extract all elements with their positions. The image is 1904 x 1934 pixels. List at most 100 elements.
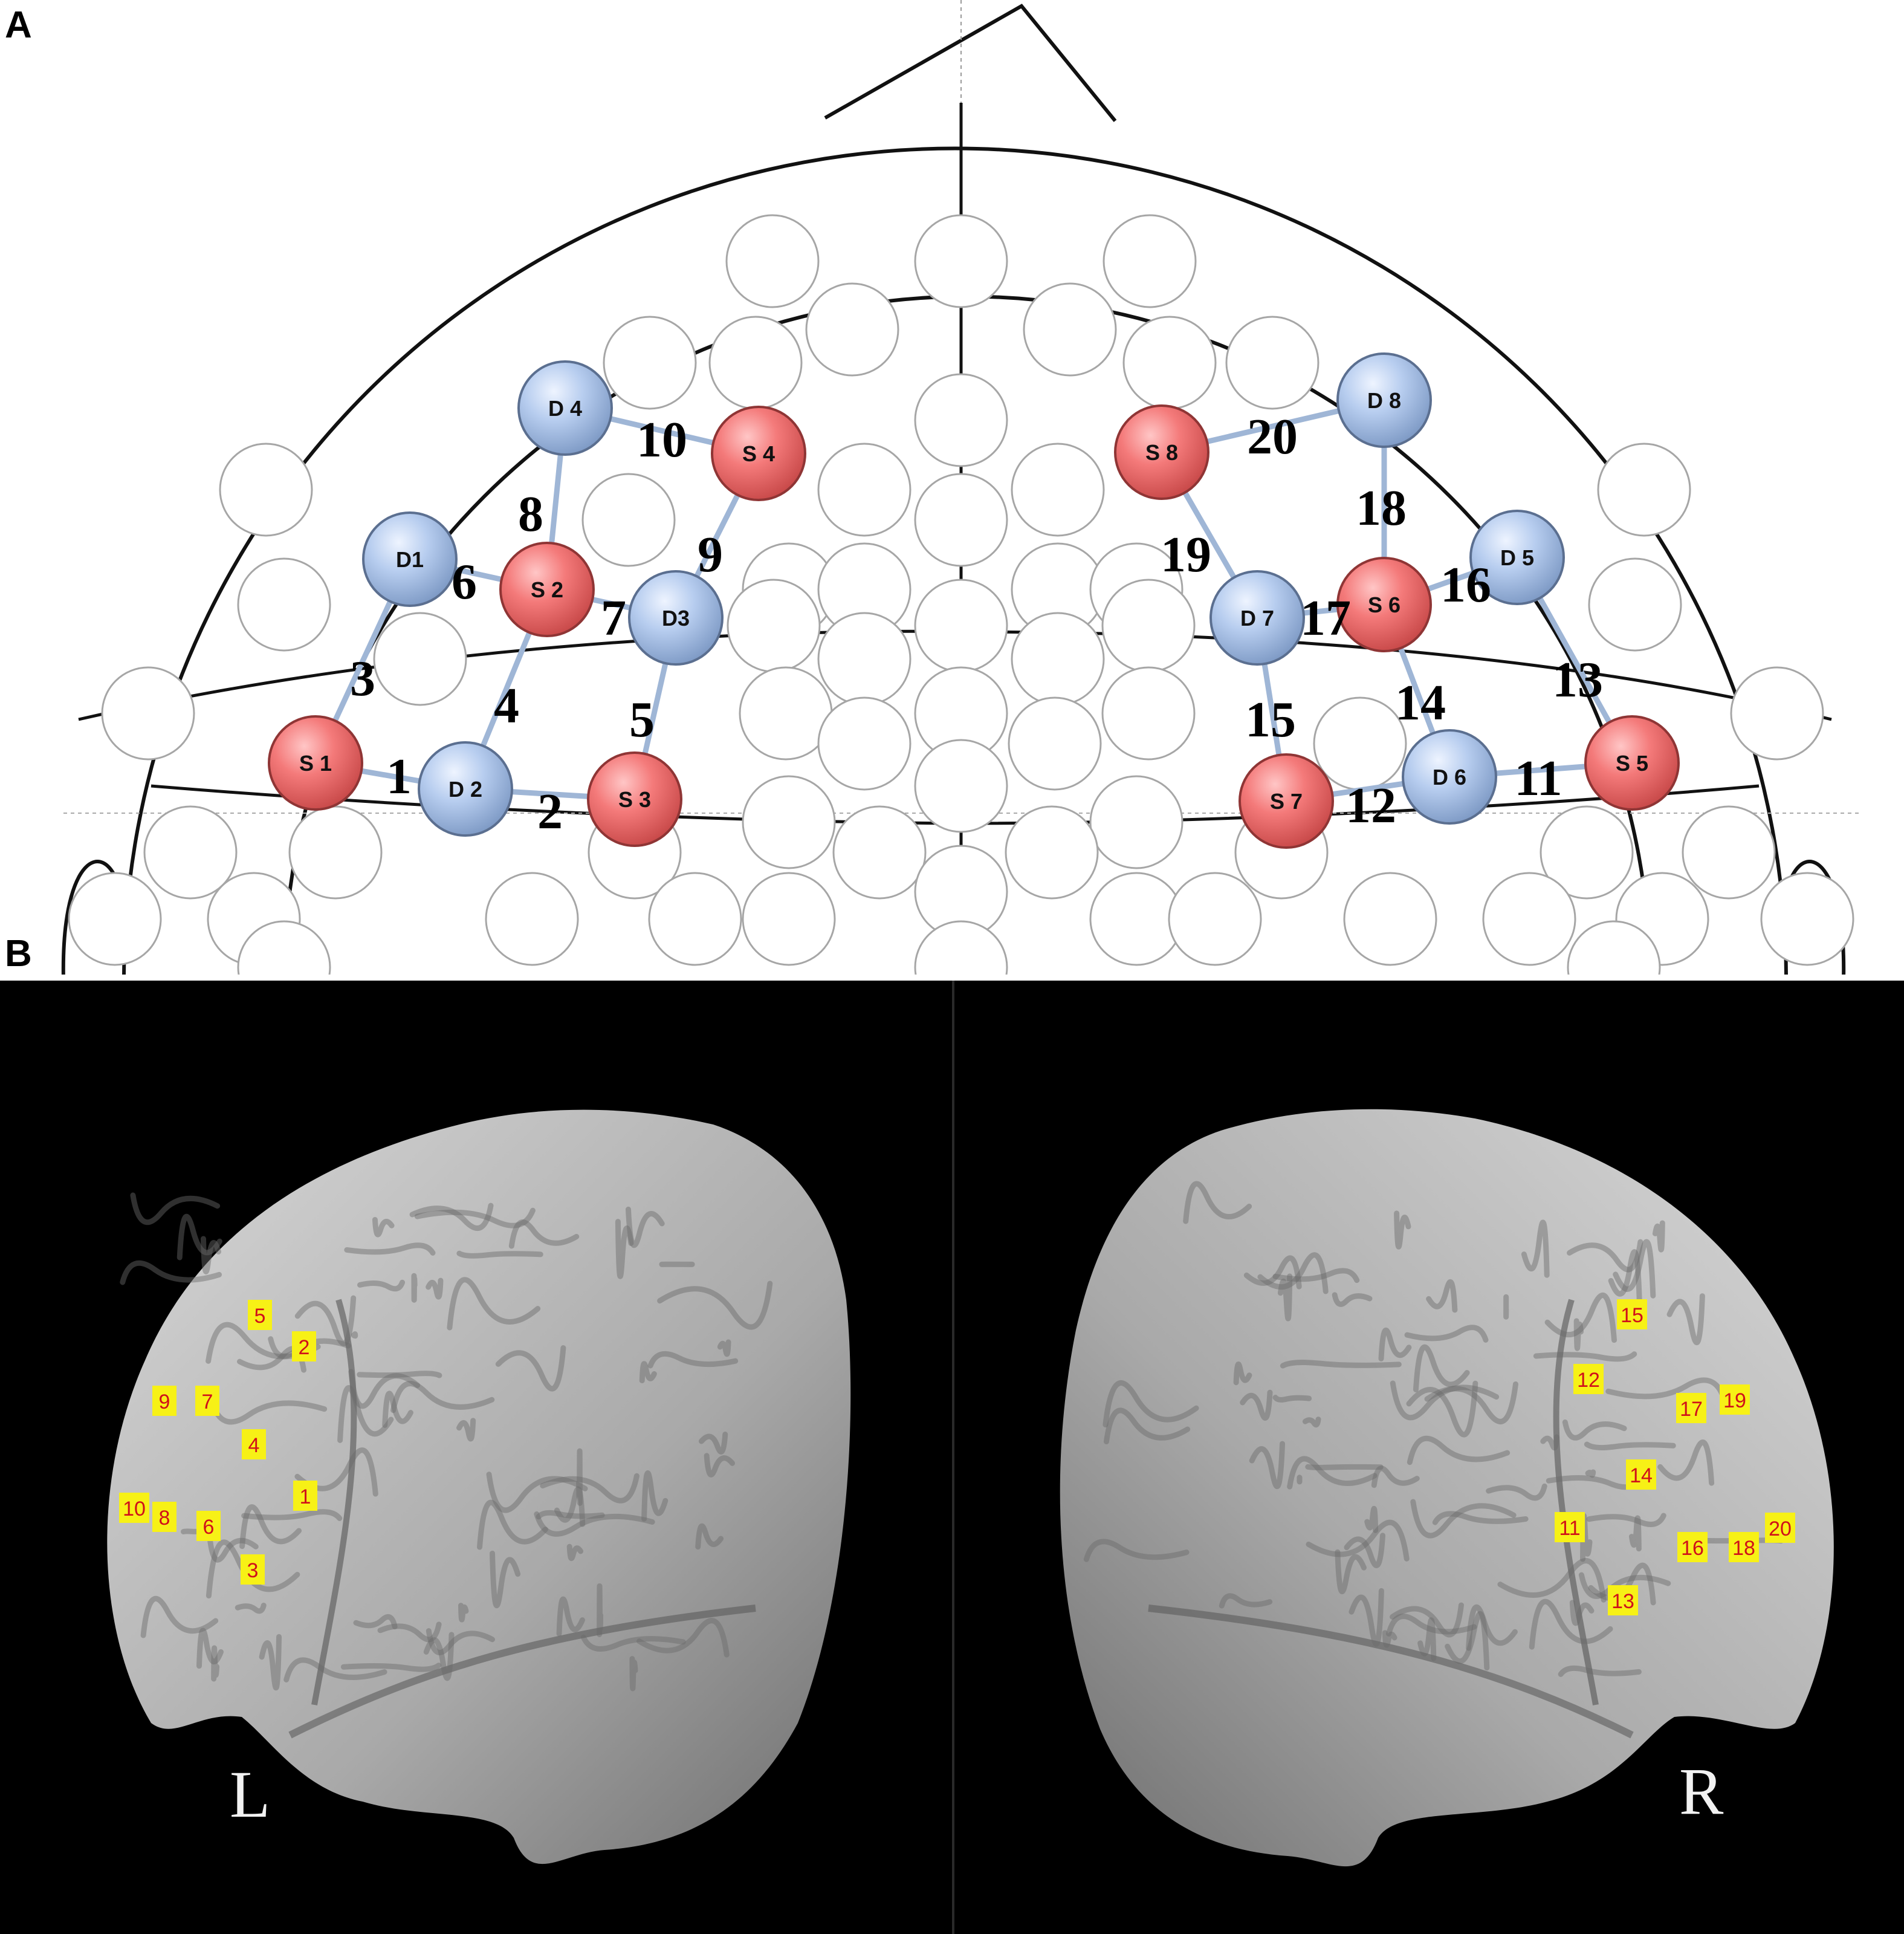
empty-electrode-position: [817, 696, 912, 791]
optode-circle: [418, 741, 513, 837]
optode-circle: [268, 715, 363, 811]
gyrus-fold: [1417, 1617, 1437, 1661]
gyrus-fold: [411, 1273, 418, 1303]
empty-electrode-position: [68, 872, 162, 966]
gyrus-fold: [495, 1345, 566, 1392]
brain-channel-tag-8: 8: [152, 1502, 176, 1532]
gyrus-fold: [259, 1634, 282, 1691]
gyrus-fold: [1280, 1360, 1402, 1369]
gyrus-fold: [200, 1236, 222, 1274]
tag-box: [242, 1429, 266, 1459]
empty-electrode-position: [1343, 872, 1437, 966]
gyrus-fold: [1426, 1279, 1458, 1313]
channel-number-3: 3: [350, 651, 375, 707]
tag-box: [1676, 1393, 1706, 1423]
empty-electrode-position: [101, 666, 195, 761]
tag-box: [1617, 1299, 1647, 1329]
detector-optode-d3: D3: [628, 570, 724, 666]
gyrus-fold: [1344, 1533, 1386, 1568]
gyrus-fold: [1585, 1469, 1596, 1478]
channel-number-11: 11: [1514, 750, 1562, 806]
optode-circle: [1469, 510, 1565, 605]
optode-label: S 3: [618, 787, 651, 812]
gyrus-fold: [209, 1398, 328, 1425]
tag-number: 2: [299, 1336, 310, 1359]
gyrus-fold: [211, 1645, 220, 1682]
gyrus-fold: [241, 1509, 343, 1521]
gyrus-fold: [1628, 1515, 1642, 1552]
gyrus-fold: [382, 1390, 413, 1428]
empty-electrode-position: [143, 805, 238, 900]
optode-label: D 4: [548, 396, 582, 421]
gyrus-fold: [508, 1219, 580, 1249]
gyrus-fold: [1657, 1439, 1715, 1486]
gyrus-fold: [283, 1657, 387, 1683]
empty-electrode-position: [1597, 443, 1691, 537]
optode-label: S 6: [1368, 592, 1400, 617]
tag-number: 6: [203, 1516, 215, 1539]
right-central-sulcus: [1553, 1299, 1599, 1705]
gyrus-fold: [1407, 1435, 1511, 1465]
gyrus-fold: [409, 1202, 494, 1231]
empty-electrode-position: [708, 316, 803, 410]
source-optode-s3: S 3: [587, 751, 682, 847]
tag-box: [293, 1481, 317, 1511]
left-sylvian-fissure: [288, 1605, 756, 1739]
gyrus-fold: [1364, 1506, 1379, 1533]
gyrus-fold: [294, 1295, 357, 1346]
empty-electrode-position: [1730, 666, 1824, 761]
source-optode-s5: S 5: [1584, 715, 1680, 811]
optode-circle: [499, 542, 595, 637]
gyrus-fold: [1413, 1344, 1470, 1393]
brain-channel-tag-5: 5: [248, 1300, 272, 1330]
empty-electrode-position: [1682, 805, 1776, 900]
gyrus-fold: [456, 1418, 476, 1442]
right-sylvian-fissure: [1148, 1605, 1634, 1739]
gyrus-fold: [615, 1219, 634, 1279]
gyrus-fold: [1588, 1562, 1656, 1606]
gyrus-fold: [426, 1628, 495, 1655]
tag-number: 5: [254, 1305, 266, 1328]
gyrus-fold: [458, 1603, 469, 1623]
gyrus-fold: [554, 1486, 586, 1527]
empty-electrode-position: [817, 612, 912, 706]
gyrus-fold: [597, 1583, 604, 1637]
gyrus-fold: [1272, 1395, 1312, 1403]
tag-number: 3: [247, 1559, 259, 1582]
empty-electrode-position: [1760, 872, 1854, 966]
brain-channel-tag-2: 2: [292, 1331, 316, 1361]
empty-electrode-position: [1101, 579, 1196, 673]
right-hemisphere-label: R: [1679, 1754, 1724, 1828]
gyrus-fold: [377, 1621, 442, 1643]
empty-electrode-position: [725, 214, 820, 308]
brain-channel-tag-14: 14: [1626, 1459, 1656, 1490]
gyrus-fold: [353, 1614, 398, 1630]
gyrus-fold: [717, 1339, 731, 1357]
gyrus-fold: [1386, 1614, 1477, 1637]
channel-number-20: 20: [1247, 409, 1298, 465]
tag-number: 15: [1621, 1304, 1643, 1327]
channel-number-18: 18: [1356, 480, 1407, 536]
brain-channel-tag-3: 3: [241, 1554, 265, 1585]
tag-number: 11: [1559, 1517, 1580, 1540]
tag-number: 18: [1732, 1537, 1755, 1560]
optode-circle: [1209, 570, 1305, 666]
tag-box: [1608, 1585, 1638, 1615]
empty-electrode-position: [805, 282, 899, 377]
gyrus-fold: [1233, 1361, 1252, 1386]
channel-number-7: 7: [601, 590, 626, 646]
optode-label: D3: [662, 606, 690, 631]
tag-box: [1573, 1364, 1604, 1394]
gyrus-fold: [1371, 1465, 1420, 1488]
optode-circle: [711, 406, 806, 501]
gyrus-fold: [639, 1361, 657, 1384]
panel-label-b: B: [5, 933, 32, 975]
optode-circle: [587, 751, 682, 847]
left-central-sulcus: [311, 1299, 357, 1705]
empty-electrode-position: [914, 373, 1008, 467]
